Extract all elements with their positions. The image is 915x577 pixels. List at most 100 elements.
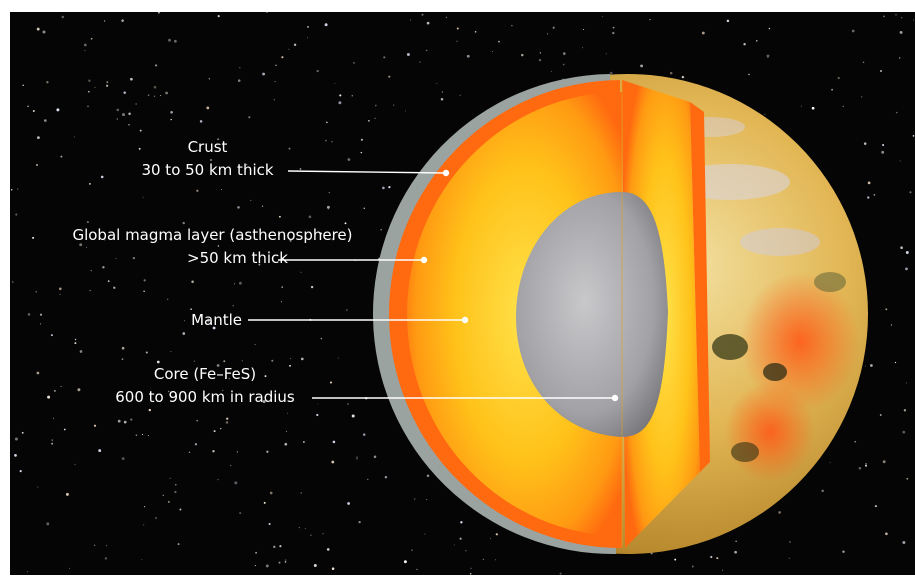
star: [147, 94, 150, 97]
star: [261, 205, 264, 207]
star: [278, 215, 281, 218]
star: [851, 29, 855, 33]
crust-label-thickness: 30 to 50 km thick: [141, 161, 274, 179]
star: [550, 70, 552, 72]
star: [196, 189, 199, 192]
star: [374, 104, 377, 107]
star: [863, 142, 867, 145]
star: [289, 358, 291, 359]
star: [325, 139, 327, 142]
star: [609, 71, 613, 75]
star: [346, 309, 348, 311]
star: [327, 208, 329, 210]
star: [234, 377, 237, 379]
star: [199, 120, 203, 123]
star: [867, 181, 871, 185]
star: [102, 266, 105, 269]
star: [17, 188, 19, 190]
star: [237, 79, 241, 82]
star: [68, 567, 70, 569]
star: [367, 478, 369, 480]
star: [132, 256, 136, 260]
star: [51, 442, 54, 445]
star: [107, 280, 110, 282]
star: [901, 17, 903, 19]
star: [316, 69, 319, 73]
star: [121, 457, 125, 460]
star: [456, 40, 458, 43]
star: [53, 389, 56, 392]
star: [356, 458, 358, 460]
star: [347, 502, 350, 505]
star: [135, 434, 138, 436]
star: [37, 486, 39, 488]
star: [701, 31, 705, 35]
star: [905, 267, 908, 271]
star: [61, 15, 65, 19]
star: [388, 185, 391, 189]
star: [324, 23, 328, 27]
star: [63, 428, 66, 431]
star: [465, 550, 467, 552]
star: [905, 251, 909, 254]
star: [59, 293, 61, 295]
star: [93, 424, 97, 427]
star: [308, 215, 312, 219]
star: [320, 337, 323, 340]
star: [262, 72, 266, 76]
star: [239, 67, 241, 69]
star: [226, 417, 229, 420]
io-cutaway-illustration: [10, 12, 915, 575]
star: [39, 313, 43, 316]
magma-label-thickness: >50 km thick: [187, 249, 288, 267]
star: [873, 194, 876, 196]
core-label: Core (Fe–FeS) 600 to 900 km in radius: [100, 363, 310, 409]
star: [43, 119, 47, 122]
star: [821, 489, 824, 493]
star: [494, 559, 496, 561]
star: [360, 138, 363, 141]
star: [456, 27, 459, 30]
star: [337, 357, 339, 359]
star: [116, 108, 120, 112]
star: [419, 61, 421, 63]
star: [268, 522, 271, 526]
star: [117, 419, 121, 423]
star: [722, 569, 724, 571]
star: [356, 456, 358, 458]
star: [900, 246, 903, 249]
star: [440, 98, 444, 101]
star: [141, 433, 144, 436]
star: [138, 147, 141, 150]
star: [691, 565, 694, 568]
star: [329, 381, 333, 384]
star: [147, 435, 149, 437]
star: [284, 561, 287, 563]
star: [867, 196, 870, 199]
magma-label-name: Global magma layer (asthenosphere): [72, 226, 353, 244]
star: [159, 95, 162, 97]
star: [865, 464, 867, 467]
star: [170, 118, 172, 121]
star: [42, 30, 46, 34]
crust-label-name: Crust: [187, 138, 228, 156]
star: [144, 506, 146, 508]
star: [880, 70, 882, 72]
star: [232, 305, 234, 307]
star: [86, 247, 87, 249]
star: [59, 287, 62, 291]
magma-leader-dot: [420, 256, 428, 264]
star: [121, 358, 124, 360]
star: [328, 192, 330, 194]
star: [363, 207, 366, 210]
star: [384, 476, 388, 479]
core-label-name: Core (Fe–FeS): [153, 365, 257, 383]
star: [87, 90, 90, 93]
leader-lines: [248, 169, 619, 402]
star: [93, 544, 96, 546]
star: [88, 79, 91, 82]
star: [441, 91, 444, 93]
star: [436, 83, 438, 85]
star: [219, 427, 222, 430]
star: [239, 512, 242, 515]
